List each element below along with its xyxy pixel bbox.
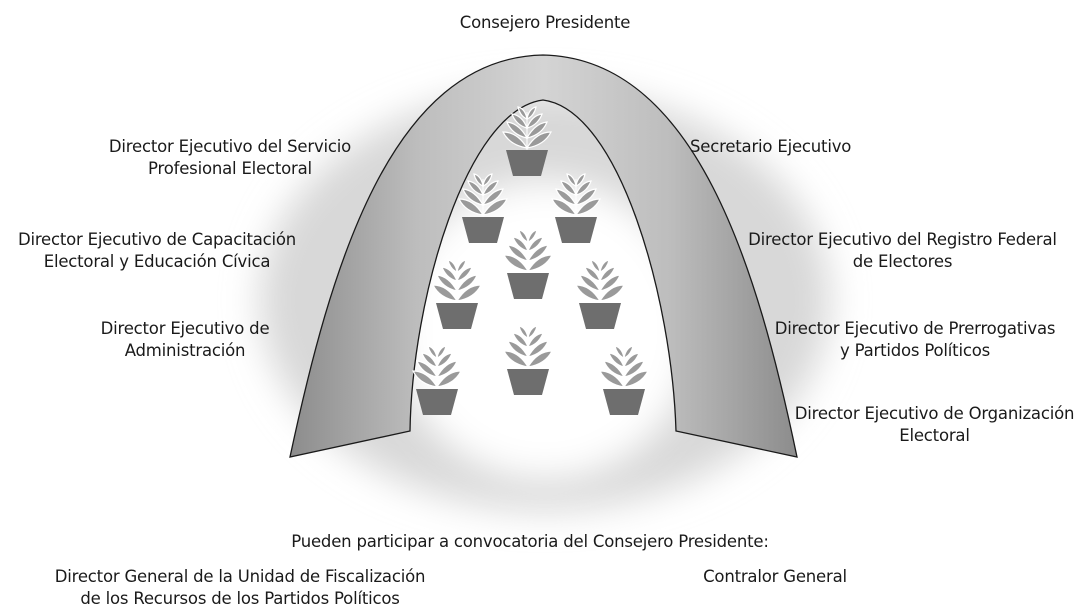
arch-shape xyxy=(289,54,798,458)
label-director-administracion: Director Ejecutivo de Administración xyxy=(100,319,270,360)
label-director-organizacion: Director Ejecutivo de Organización Elect… xyxy=(794,404,1075,445)
label-secretario-ejecutivo: Secretario Ejecutivo xyxy=(690,137,852,156)
label-consejero-presidente: Consejero Presidente xyxy=(459,13,631,32)
label-convocatoria: Pueden participar a convocatoria del Con… xyxy=(291,532,769,551)
label-director-prerrogativas: Director Ejecutivo de Prerrogativas y Pa… xyxy=(774,319,1056,360)
label-director-fiscalizacion: Director General de la Unidad de Fiscali… xyxy=(54,567,426,608)
label-director-capacitacion: Director Ejecutivo de Capacitación Elect… xyxy=(17,230,297,271)
label-director-servicio-profesional: Director Ejecutivo del Servicio Profesio… xyxy=(108,137,352,178)
label-contralor-general: Contralor General xyxy=(703,567,847,586)
label-director-registro-federal: Director Ejecutivo del Registro Federal … xyxy=(748,230,1057,271)
